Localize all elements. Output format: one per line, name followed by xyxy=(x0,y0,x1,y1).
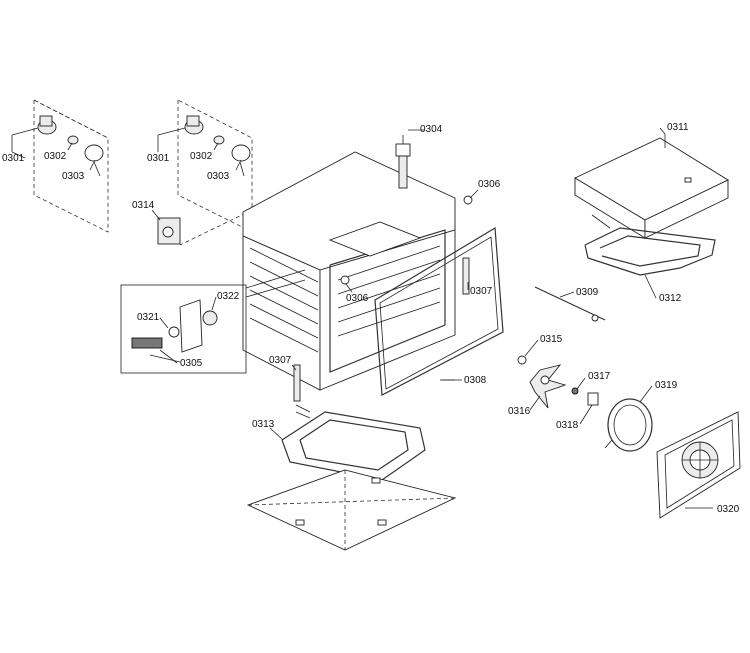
label-0303-right: 0303 xyxy=(207,171,230,182)
label-0318: 0318 xyxy=(556,420,579,431)
label-0316: 0316 xyxy=(508,406,531,417)
hinge-rail-right xyxy=(462,257,470,295)
label-0302-left: 0302 xyxy=(44,151,67,162)
hinge-rail-left xyxy=(293,364,301,402)
leader-lines xyxy=(11,127,713,509)
label-0305: 0305 xyxy=(180,358,203,369)
fan-cover-panel xyxy=(656,411,741,519)
detail-callout xyxy=(120,269,306,374)
label-0317: 0317 xyxy=(588,371,611,382)
label-0307-right: 0307 xyxy=(470,286,493,297)
convection-fan xyxy=(517,355,567,409)
label-0304: 0304 xyxy=(420,124,443,135)
label-0311: 0311 xyxy=(667,122,689,133)
broil-element xyxy=(584,214,716,276)
rotisserie-rod xyxy=(534,286,606,322)
label-0306-right: 0306 xyxy=(478,179,501,190)
label-0308: 0308 xyxy=(464,375,487,386)
label-0312: 0312 xyxy=(659,293,682,304)
label-0319: 0319 xyxy=(655,380,678,391)
fan-spacer xyxy=(587,392,599,406)
label-0309: 0309 xyxy=(576,287,599,298)
label-0301-right: 0301 xyxy=(147,153,170,164)
lamp-assembly-left xyxy=(11,99,109,233)
label-0302-right: 0302 xyxy=(190,151,213,162)
label-0307-left: 0307 xyxy=(269,355,292,366)
label-0314: 0314 xyxy=(132,200,155,211)
label-0321: 0321 xyxy=(137,312,160,323)
label-0320: 0320 xyxy=(717,504,740,515)
label-0301-left: 0301 xyxy=(2,153,25,164)
convection-element xyxy=(604,398,653,452)
label-0322: 0322 xyxy=(217,291,240,302)
label-0306-left: 0306 xyxy=(346,293,369,304)
label-0303-left: 0303 xyxy=(62,171,85,182)
selector-switch xyxy=(151,209,181,245)
bottom-panel xyxy=(246,469,457,551)
grill-cover xyxy=(574,134,729,239)
label-0313: 0313 xyxy=(252,419,275,430)
temperature-sensor xyxy=(395,135,411,189)
bake-element xyxy=(281,404,426,481)
label-0315: 0315 xyxy=(540,334,563,345)
fan-washer xyxy=(571,387,579,395)
